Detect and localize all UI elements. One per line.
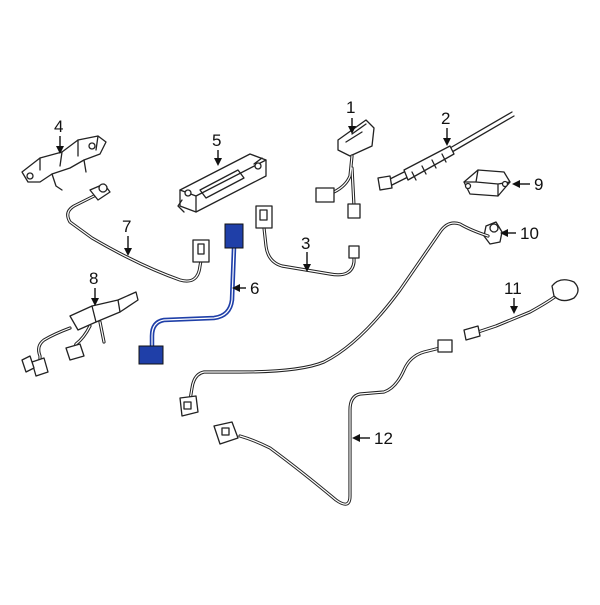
callout-leaders [56,118,530,442]
part-11-cable [463,279,579,341]
part-8-bracket [21,291,139,377]
callout-4: 4 [54,117,63,136]
callout-1: 1 [346,98,355,117]
callout-10: 10 [520,224,539,243]
callout-11: 11 [504,279,522,298]
part-10-connector [483,221,503,245]
callout-5: 5 [212,131,221,150]
callout-2: 2 [441,109,450,128]
part-1-antenna-base [315,119,375,219]
part-12-cable [213,339,453,506]
callout-8: 8 [89,269,98,288]
part-4-bracket [21,135,107,191]
part-2-antenna-mast [377,111,515,191]
long-harness-cable [179,221,490,417]
callout-6: 6 [250,279,259,298]
callout-12: 12 [374,429,393,448]
part-6-cable-highlighted [138,223,244,365]
part-9-module [463,169,511,197]
callout-7: 7 [122,217,131,236]
part-7-cable [66,183,210,283]
callout-3: 3 [301,234,310,253]
callout-labels: 1 2 3 4 5 6 7 8 9 10 11 12 [54,98,543,448]
callout-9: 9 [534,175,543,194]
part-5-module [177,153,267,213]
